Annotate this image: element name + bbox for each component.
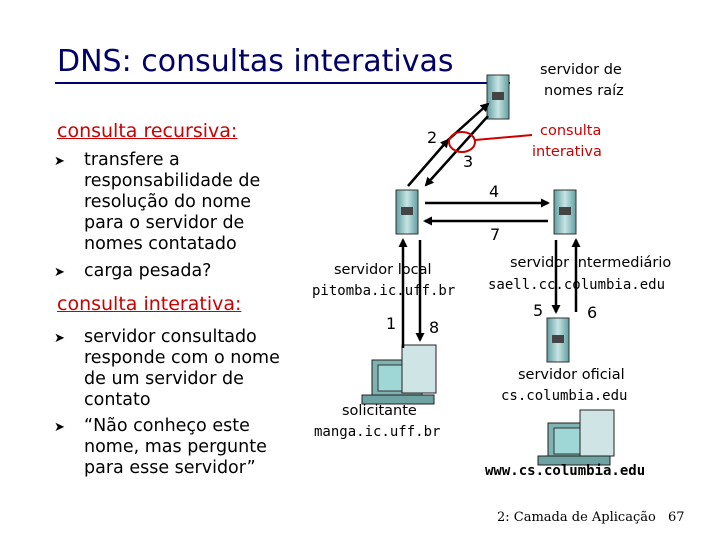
recursive-bullet-1: ➤ transfere a responsabilidade de resolu…: [54, 150, 261, 255]
bullet-arrow-icon: ➤: [54, 154, 65, 169]
bullet-line: “Não conheço este: [84, 416, 250, 436]
bullet-line: nomes contatado: [84, 234, 237, 254]
requester-host: manga.ic.uff.br: [314, 424, 441, 440]
bullet-line: contato: [84, 390, 151, 410]
footer-page-number: 67: [668, 510, 685, 525]
bullet-line: responde com o nome: [84, 348, 280, 368]
bullet-line: nome, mas pergunte: [84, 437, 267, 457]
step-3-label: 3: [463, 152, 474, 171]
bullet-line: para esse servidor”: [84, 458, 256, 478]
bullet-arrow-icon: ➤: [54, 331, 65, 346]
bullet-arrow-icon: ➤: [54, 265, 65, 280]
step-1-label: 1: [386, 314, 397, 333]
iterative-bullet-2: ➤ “Não conheço este nome, mas pergunte p…: [54, 416, 267, 479]
authoritative-server-label: servidor oficial: [518, 367, 625, 383]
requester-label: solicitante: [342, 403, 417, 419]
footer-chapter: 2: Camada de Aplicação: [497, 510, 656, 525]
requester-computer-icon: [361, 344, 437, 405]
local-server-icon: [395, 189, 419, 235]
step-5-label: 5: [533, 301, 544, 320]
page-title: DNS: consultas interativas: [57, 44, 454, 79]
bullet-line: servidor consultado: [84, 327, 257, 347]
recursive-heading: consulta recursiva:: [57, 120, 238, 142]
iterative-query-marker: [448, 131, 476, 153]
arrow-step-2: [407, 138, 450, 187]
step-6-label: 6: [587, 303, 598, 322]
iterative-bullet-1: ➤ servidor consultado responde com o nom…: [54, 327, 280, 411]
root-server-label-line2: nomes raíz: [544, 83, 624, 99]
iterative-heading: consulta interativa:: [57, 293, 242, 315]
local-server-host: pitomba.ic.uff.br: [312, 283, 456, 299]
title-underline: [55, 82, 510, 84]
iterative-query-label-line1: consulta: [540, 123, 602, 139]
bullet-line: carga pesada?: [84, 261, 212, 281]
local-server-label: servidor local: [334, 262, 432, 278]
bullet-line: para o servidor de: [84, 213, 245, 233]
authoritative-server-icon: [546, 317, 570, 363]
bullet-line: resolução do nome: [84, 192, 251, 212]
root-server-icon: [486, 74, 510, 120]
iterative-query-label-line2: interativa: [532, 144, 602, 160]
step-8-label: 8: [429, 318, 440, 337]
bullet-line: responsabilidade de: [84, 171, 261, 191]
step-4-label: 4: [489, 182, 500, 201]
step-2-label: 2: [427, 128, 438, 147]
bullet-line: de um servidor de: [84, 369, 244, 389]
intermediate-server-host: saell.cc.columbia.edu: [488, 277, 666, 293]
intermediate-server-icon: [553, 189, 577, 235]
iterative-query-pointer: [474, 134, 533, 141]
intermediate-server-label: servidor intermediário: [510, 255, 672, 271]
destination-host: www.cs.columbia.edu: [485, 463, 646, 479]
step-7-label: 7: [490, 225, 501, 244]
recursive-bullet-2: ➤ carga pesada?: [54, 261, 212, 282]
destination-computer-icon: [537, 409, 615, 466]
bullet-arrow-icon: ➤: [54, 420, 65, 435]
authoritative-server-host: cs.columbia.edu: [501, 388, 628, 404]
bullet-line: transfere a: [84, 150, 180, 170]
root-server-label-line1: servidor de: [540, 62, 622, 78]
